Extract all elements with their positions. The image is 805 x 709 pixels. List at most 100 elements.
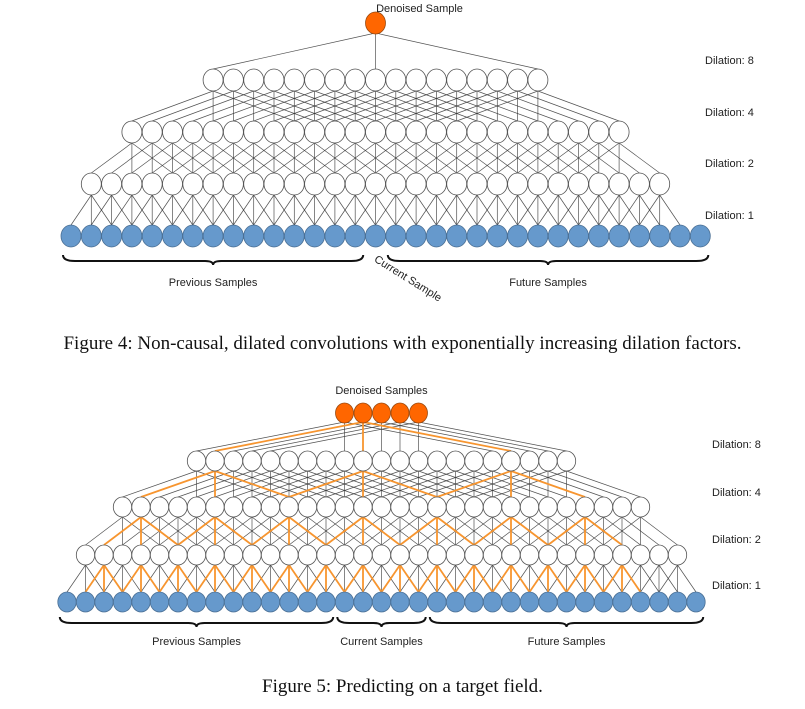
input-sample-node <box>486 224 508 248</box>
hidden-node <box>205 450 225 472</box>
connection <box>334 194 356 226</box>
highlight-connection <box>584 564 605 593</box>
hidden-node <box>304 68 326 92</box>
hidden-node <box>205 544 225 566</box>
hidden-node <box>371 496 392 518</box>
input-sample-node <box>608 224 630 248</box>
output-label: Denoised Sample <box>376 3 463 15</box>
hidden-node <box>390 450 410 472</box>
connection <box>640 564 660 593</box>
connection <box>294 142 336 174</box>
hidden-node <box>385 68 407 92</box>
input-sample-node <box>629 224 650 248</box>
input-sample-node <box>556 591 577 613</box>
connection <box>640 516 678 546</box>
hidden-node <box>80 172 102 196</box>
input-sample-node <box>324 224 346 248</box>
connection <box>557 194 579 226</box>
input-sample-node <box>538 591 558 613</box>
connection <box>314 194 336 226</box>
connection <box>251 470 327 498</box>
highlight-connection <box>269 564 290 593</box>
output-label: Denoised Samples <box>335 385 428 397</box>
hidden-node <box>385 120 407 144</box>
hidden-node <box>405 172 427 196</box>
hidden-node <box>486 120 508 144</box>
input-sample-node <box>149 591 170 613</box>
connection <box>395 194 417 226</box>
hidden-node <box>353 450 373 472</box>
connection <box>476 194 498 226</box>
hidden-node <box>365 120 386 144</box>
connection <box>111 142 153 174</box>
hidden-node <box>334 450 355 472</box>
connection <box>578 194 600 226</box>
connection <box>314 90 396 122</box>
input-sample-node <box>223 591 244 613</box>
nodes <box>60 11 711 248</box>
group-label: Previous Samples <box>169 277 258 289</box>
hidden-node <box>538 450 558 472</box>
connection <box>131 142 173 174</box>
hidden-node <box>112 544 133 566</box>
hidden-node <box>279 496 299 518</box>
hidden-node <box>260 544 281 566</box>
input-sample-node <box>425 224 447 248</box>
hidden-node <box>304 120 326 144</box>
hidden-node <box>353 544 373 566</box>
connection <box>456 90 539 122</box>
connection <box>294 194 315 226</box>
edges <box>70 32 681 226</box>
input-sample-node <box>243 224 265 248</box>
connection <box>70 194 92 226</box>
highlight-connection <box>436 516 475 546</box>
hidden-node <box>101 172 122 196</box>
highlight-connection <box>251 516 290 546</box>
input-sample-node <box>464 591 484 613</box>
hidden-node <box>527 68 549 92</box>
connection <box>455 470 530 498</box>
group-brace <box>428 616 705 628</box>
hidden-node <box>408 450 429 472</box>
connection <box>334 90 417 122</box>
hidden-node <box>519 450 540 472</box>
connection <box>270 421 419 452</box>
hidden-node <box>486 172 508 196</box>
hidden-node <box>612 496 632 518</box>
denoised-output-node <box>390 402 410 424</box>
highlight-connection <box>140 564 161 593</box>
hidden-node <box>260 496 281 518</box>
hidden-node <box>630 496 651 518</box>
connection <box>497 142 539 174</box>
highlight-connection <box>621 564 642 593</box>
input-sample-node <box>131 591 151 613</box>
hidden-node <box>649 544 669 566</box>
connection <box>212 142 254 174</box>
connection <box>375 32 538 70</box>
connection <box>192 142 234 174</box>
connection <box>151 194 173 226</box>
connection <box>192 194 214 226</box>
connection <box>111 194 133 226</box>
highlight-connection <box>436 470 512 498</box>
hidden-node <box>608 172 630 196</box>
connection <box>233 142 275 174</box>
input-sample-node <box>593 591 614 613</box>
hidden-node <box>556 544 577 566</box>
dilation-label: Dilation: 1 <box>712 580 761 592</box>
hidden-node <box>427 450 447 472</box>
connection <box>399 470 475 498</box>
highlight-edges <box>84 421 642 593</box>
hidden-node <box>205 496 225 518</box>
connection <box>547 470 623 498</box>
hidden-node <box>149 544 170 566</box>
hidden-node <box>94 544 114 566</box>
connection <box>152 90 234 122</box>
hidden-node <box>408 496 429 518</box>
hidden-node <box>316 450 336 472</box>
highlight-connection <box>214 421 364 452</box>
connection <box>566 470 641 498</box>
hidden-node <box>538 544 558 566</box>
hidden-node <box>427 496 447 518</box>
